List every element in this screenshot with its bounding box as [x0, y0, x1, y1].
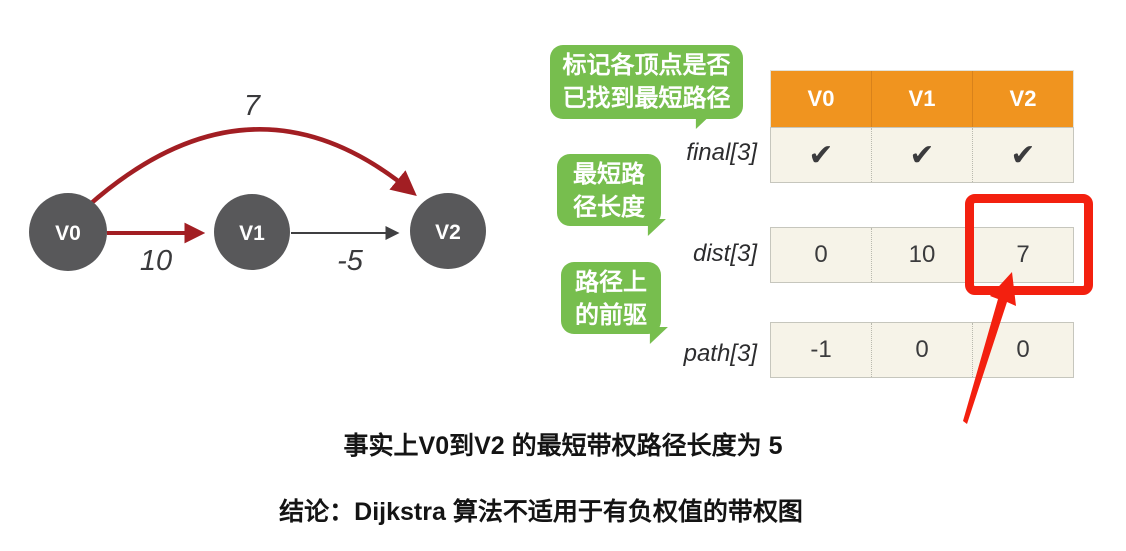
final-v2-check: ✔	[972, 128, 1073, 182]
table-row-dist: 0 10 7	[770, 227, 1074, 283]
node-v0-label: V0	[55, 222, 81, 245]
path-v2-value: 0	[972, 323, 1073, 377]
dist-v1-value: 10	[871, 228, 972, 282]
edge-weight-v1-v2: -5	[337, 245, 364, 277]
final-v0-check: ✔	[808, 138, 834, 172]
column-header-v0: V0	[807, 86, 835, 111]
node-v2-label: V2	[435, 221, 461, 244]
graph-diagram: 7 10 -5 V0 V1 V2	[29, 90, 486, 277]
table-header: V0 V1 V2	[770, 70, 1074, 128]
callout-path-line2: 的前驱	[575, 302, 647, 329]
column-header-v2: V2	[972, 71, 1073, 127]
table-row-path: -1 0 0	[770, 322, 1074, 378]
highlight-arrow-icon	[963, 272, 1016, 424]
node-v0: V0	[29, 193, 107, 271]
edge-weight-v0-v2: 7	[244, 90, 262, 122]
callout-path-line1: 路径上	[575, 269, 647, 296]
path-v0-value: -1	[810, 336, 832, 363]
final-v1-check: ✔	[871, 128, 972, 182]
table-row-final: ✔ ✔ ✔	[770, 127, 1074, 183]
edge-v0-v2-arrow	[86, 127, 417, 208]
dist-v0-value: 0	[814, 241, 828, 268]
callout-path: 路径上 的前驱	[561, 262, 661, 334]
column-header-v1: V1	[871, 71, 972, 127]
callout-dist-line2: 径长度	[573, 194, 645, 221]
callout-final-line1: 标记各顶点是否	[562, 52, 731, 79]
callout-dist-line1: 最短路	[573, 161, 645, 188]
callout-dist: 最短路 径长度	[557, 154, 661, 226]
fact-text: 事实上V0到V2 的最短带权路径长度为 5	[343, 432, 783, 460]
edge-weight-v0-v1: 10	[140, 245, 172, 277]
row-label-dist: dist[3]	[692, 240, 757, 267]
node-v1-label: V1	[239, 222, 265, 245]
node-v1: V1	[214, 194, 290, 270]
row-label-path: path[3]	[683, 340, 757, 367]
node-v2: V2	[410, 193, 486, 269]
row-label-final: final[3]	[686, 139, 757, 166]
path-v1-value: 0	[871, 323, 972, 377]
conclusion-text: 结论：Dijkstra 算法不适用于有负权值的带权图	[279, 498, 803, 526]
callout-final-line2: 已找到最短路径	[562, 85, 731, 112]
callout-final: 标记各顶点是否 已找到最短路径	[550, 45, 743, 119]
highlight-rectangle	[965, 194, 1093, 295]
